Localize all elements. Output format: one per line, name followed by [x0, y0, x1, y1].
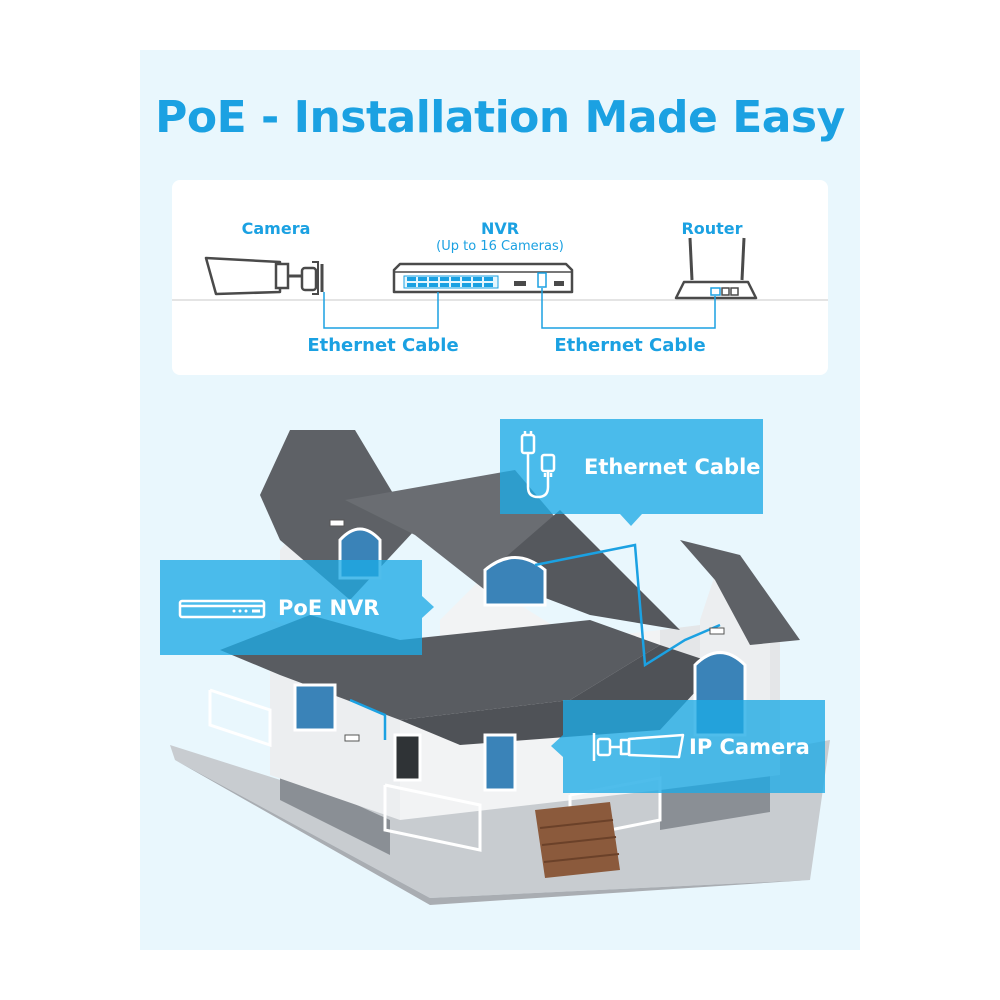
ethernet-cable-icon [520, 430, 556, 498]
callout-pointer-ethernet [620, 514, 642, 526]
ip-camera-icon [592, 732, 685, 761]
page-title: PoE - Installation Made Easy [155, 92, 845, 143]
camera-label: Camera [241, 219, 311, 238]
router-label: Router [681, 219, 743, 238]
cable-left-label: Ethernet Cable [307, 335, 459, 356]
callout-pointer-camera [551, 735, 563, 757]
callout-poe-nvr: PoE NVR [160, 560, 422, 655]
cable-nvr-to-router [541, 288, 716, 329]
porch-steps [535, 802, 620, 878]
router-icon [674, 237, 758, 300]
diagram-graphics [172, 237, 828, 329]
nvr-device-icon [392, 262, 574, 294]
callout-ethernet-cable-label: Ethernet Cable [584, 454, 761, 479]
nvr-icon [178, 599, 266, 618]
cable-right-label: Ethernet Cable [554, 335, 706, 356]
cable-camera-to-nvr [323, 292, 439, 329]
callout-pointer-nvr [422, 596, 434, 618]
house-cable-route [534, 543, 721, 668]
callout-poe-nvr-label: PoE NVR [278, 595, 380, 620]
callout-ip-camera: IP Camera [563, 700, 825, 793]
nvr-sublabel: (Up to 16 Cameras) [436, 239, 564, 254]
callout-ip-camera-label: IP Camera [689, 734, 810, 759]
nvr-label: NVR [480, 219, 520, 238]
callout-ethernet-cable: Ethernet Cable [500, 419, 763, 514]
camera-icon [204, 256, 324, 296]
